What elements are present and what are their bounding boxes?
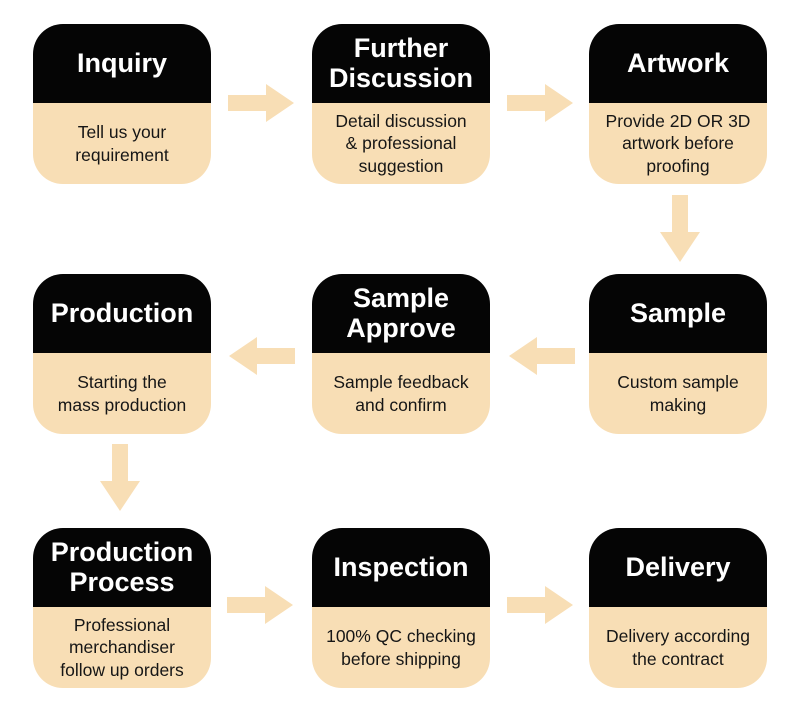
step-description: Tell us your requirement (33, 103, 211, 184)
step-title: Sample Approve (312, 274, 490, 353)
step-title: Production Process (33, 528, 211, 607)
step-card-sample-approve: Sample Approve Sample feedback and confi… (312, 274, 490, 434)
step-title: Inspection (312, 528, 490, 607)
step-title: Artwork (589, 24, 767, 103)
step-card-delivery: Delivery Delivery according the contract (589, 528, 767, 688)
step-description: Delivery according the contract (589, 607, 767, 688)
step-title: Sample (589, 274, 767, 353)
step-description: Provide 2D OR 3D artwork before proofing (589, 103, 767, 184)
step-card-production-process: Production Process Professional merchand… (33, 528, 211, 688)
step-title: Inquiry (33, 24, 211, 103)
step-description: Detail discussion & professional suggest… (312, 103, 490, 184)
step-card-further-discussion: Further Discussion Detail discussion & p… (312, 24, 490, 184)
step-description: Starting the mass production (33, 353, 211, 434)
step-description: Professional merchandiser follow up orde… (33, 607, 211, 688)
arrow-right-icon (507, 586, 573, 624)
step-card-sample: Sample Custom sample making (589, 274, 767, 434)
step-description: Custom sample making (589, 353, 767, 434)
step-card-inspection: Inspection 100% QC checking before shipp… (312, 528, 490, 688)
step-description: Sample feedback and confirm (312, 353, 490, 434)
arrow-left-icon (229, 337, 295, 375)
step-title: Further Discussion (312, 24, 490, 103)
arrow-right-icon (227, 586, 293, 624)
step-title: Production (33, 274, 211, 353)
arrow-right-icon (228, 84, 294, 122)
arrow-down-icon (100, 444, 140, 511)
arrow-right-icon (507, 84, 573, 122)
step-card-artwork: Artwork Provide 2D OR 3D artwork before … (589, 24, 767, 184)
arrow-down-icon (660, 195, 700, 262)
step-card-inquiry: Inquiry Tell us your requirement (33, 24, 211, 184)
step-description: 100% QC checking before shipping (312, 607, 490, 688)
step-card-production: Production Starting the mass production (33, 274, 211, 434)
arrow-left-icon (509, 337, 575, 375)
step-title: Delivery (589, 528, 767, 607)
